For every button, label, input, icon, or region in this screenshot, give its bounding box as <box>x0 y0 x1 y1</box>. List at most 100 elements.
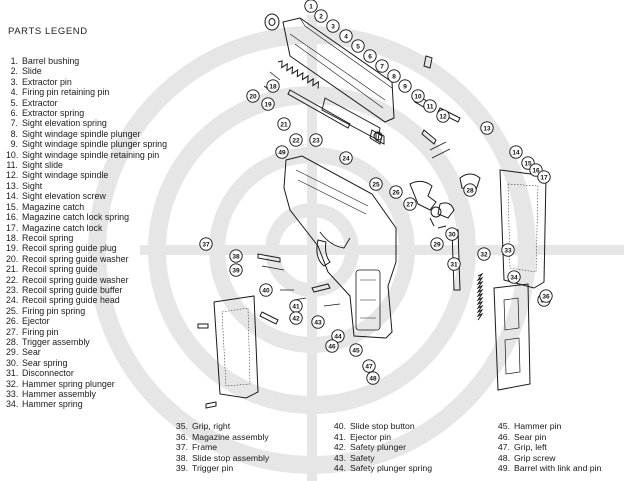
legend-item-label: Magazine catch lock spring <box>22 212 130 223</box>
callout-number: 25 <box>372 181 380 188</box>
parts-legend-title: PARTS LEGEND <box>8 26 88 37</box>
legend-item: 30.Sear spring <box>6 358 171 368</box>
legend-item-label: Sight windage spindle retaining pin <box>22 149 160 160</box>
legend-item: 16.Magazine catch lock spring <box>6 212 171 222</box>
callout-number: 48 <box>369 375 377 382</box>
legend-item-number: 9. <box>10 139 18 150</box>
callout-circle <box>423 99 437 113</box>
legend-item-label: Safety plunger spring <box>350 463 433 474</box>
legend-item-label: Hammer assembly <box>22 389 96 399</box>
legend-item: 14.Sight elevation screw <box>6 191 171 201</box>
legend-item-label: Recoil spring guide head <box>22 295 120 306</box>
callout-number: 18 <box>269 83 277 90</box>
callout-number: 49 <box>278 149 286 156</box>
callout-circle <box>389 185 403 199</box>
legend-item: 10.Sight windage spindle retaining pin <box>6 150 171 160</box>
legend-item-label: Sear pin <box>514 431 547 442</box>
legend-item-number: 10. <box>6 149 19 160</box>
callout-circle <box>430 237 444 251</box>
legend-item: 4.Firing pin retaining pin <box>6 87 171 97</box>
legend-item-label: Sear spring <box>22 357 68 368</box>
legend-item: 41.Ejector pin <box>330 432 432 443</box>
legend-item: 29.Sear <box>6 347 171 357</box>
legend-item-label: Barrel bushing <box>22 56 80 66</box>
legend-item-label: Safety plunger <box>350 442 407 453</box>
legend-item-label: Ejector pin <box>350 431 392 442</box>
legend-item-label: Sight <box>22 180 43 191</box>
legend-item-label: Recoil spring guide washer <box>22 274 129 285</box>
legend-item-number: 38. <box>175 452 188 463</box>
magazine-part <box>493 283 531 391</box>
legend-item: 20.Recoil spring guide washer <box>6 254 171 264</box>
legend-item: 18.Recoil spring <box>6 233 171 243</box>
callout-circle <box>369 177 383 191</box>
callout-number: 28 <box>466 187 474 194</box>
legend-item-label: Firing pin <box>22 326 59 337</box>
callout-number: 30 <box>448 231 456 238</box>
legend-item-label: Sight windage spindle plunger spring <box>22 139 168 150</box>
legend-item-label: Recoil spring guide buffer <box>22 284 123 295</box>
callout-number: 22 <box>292 137 300 144</box>
callout-circle <box>289 311 303 325</box>
legend-item-number: 28. <box>6 336 19 347</box>
legend-item-number: 39. <box>175 463 188 474</box>
callout-number: 23 <box>312 137 320 144</box>
legend-item-number: 16. <box>6 212 19 223</box>
callout-circle <box>366 371 380 385</box>
legend-item-label: Slide <box>22 66 42 77</box>
legend-item-number: 4. <box>10 87 18 98</box>
callout-number: 17 <box>540 174 548 181</box>
callout-circle <box>351 39 365 53</box>
callout-circle <box>331 329 345 343</box>
legend-item: 15.Magazine catch <box>6 202 171 212</box>
callout-circle <box>387 69 401 83</box>
callout-number: 19 <box>264 101 272 108</box>
callout-number: 8 <box>392 73 396 80</box>
callout-circle <box>507 270 521 284</box>
callout-circle <box>447 257 461 271</box>
legend-item-number: 18. <box>6 232 19 243</box>
callout-number: 15 <box>524 160 532 167</box>
callout-number: 43 <box>314 319 322 326</box>
callout-number: 27 <box>406 201 414 208</box>
callout-number: 16 <box>532 167 540 174</box>
legend-item-number: 35. <box>175 421 188 431</box>
callout-number: 3 <box>331 23 335 30</box>
callout-number: 42 <box>292 315 300 322</box>
callout-number: 36 <box>542 293 550 300</box>
legend-item-number: 49. <box>497 463 510 474</box>
callout-number: 41 <box>292 303 300 310</box>
callout-number: 10 <box>414 93 422 100</box>
callout-circle <box>277 117 291 131</box>
legend-item-number: 30. <box>6 357 19 368</box>
hammer-part <box>409 180 437 211</box>
callout-circle <box>398 79 412 93</box>
legend-item: 35.Grip, right <box>172 421 269 432</box>
callout-number: 7 <box>380 63 384 70</box>
callout-circle <box>411 89 425 103</box>
legend-item-label: Ejector <box>22 316 50 327</box>
legend-item-label: Grip screw <box>514 452 556 463</box>
callout-number: 38 <box>232 253 240 260</box>
callout-circle <box>311 315 325 329</box>
callout-circle <box>259 283 273 297</box>
callout-number: 47 <box>365 363 373 370</box>
legend-item: 19.Recoil spring guide plug <box>6 243 171 253</box>
legend-item: 42.Safety plunger <box>330 442 432 453</box>
legend-item-label: Firing pin spring <box>22 305 86 316</box>
callout-circle <box>501 243 515 257</box>
callout-circle <box>375 59 389 73</box>
callout-circle <box>463 183 477 197</box>
callout-circle <box>266 79 280 93</box>
legend-item-label: Barrel with link and pin <box>514 463 602 474</box>
legend-item-number: 43. <box>333 452 346 463</box>
legend-item-number: 34. <box>6 399 19 410</box>
legend-item-number: 21. <box>6 264 19 275</box>
callout-circle <box>289 133 303 147</box>
legend-item-number: 19. <box>6 243 19 254</box>
callout-number: 21 <box>280 121 288 128</box>
callout-circle <box>199 237 213 251</box>
legend-item-number: 15. <box>6 201 19 212</box>
callout-number: 29 <box>433 241 441 248</box>
